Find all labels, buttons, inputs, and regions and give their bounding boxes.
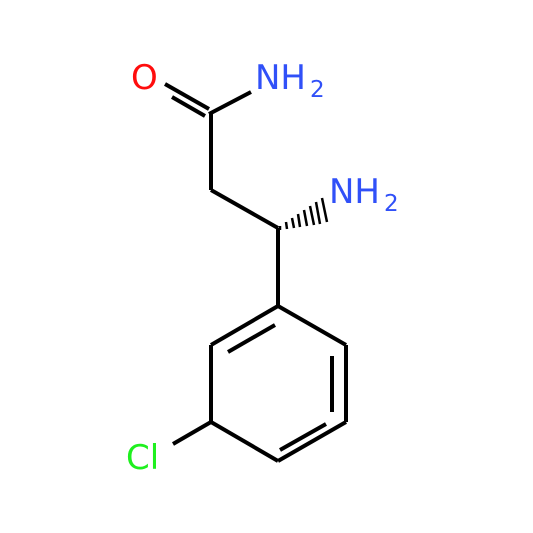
amine-nh2-subscript: 2	[384, 191, 399, 217]
oxygen-label: O	[131, 58, 158, 98]
amide-nh2-label: NH 2	[255, 58, 325, 103]
bond-carbonyl-double	[164, 82, 210, 118]
benzene-ring	[209, 304, 348, 463]
bond-ring-chlorine	[171, 420, 213, 446]
amide-nh2-subscript: 2	[310, 77, 325, 103]
bond-carbonyl-amide-n	[208, 90, 252, 116]
amine-nh2-label: NH 2	[329, 172, 399, 217]
amide-nh-text: NH	[255, 58, 306, 98]
bond-stereo-hash	[278, 197, 329, 230]
bond-ch2-chiral	[210, 188, 279, 230]
amine-nh-text: NH	[329, 172, 380, 212]
chlorine-label: Cl	[126, 438, 159, 478]
